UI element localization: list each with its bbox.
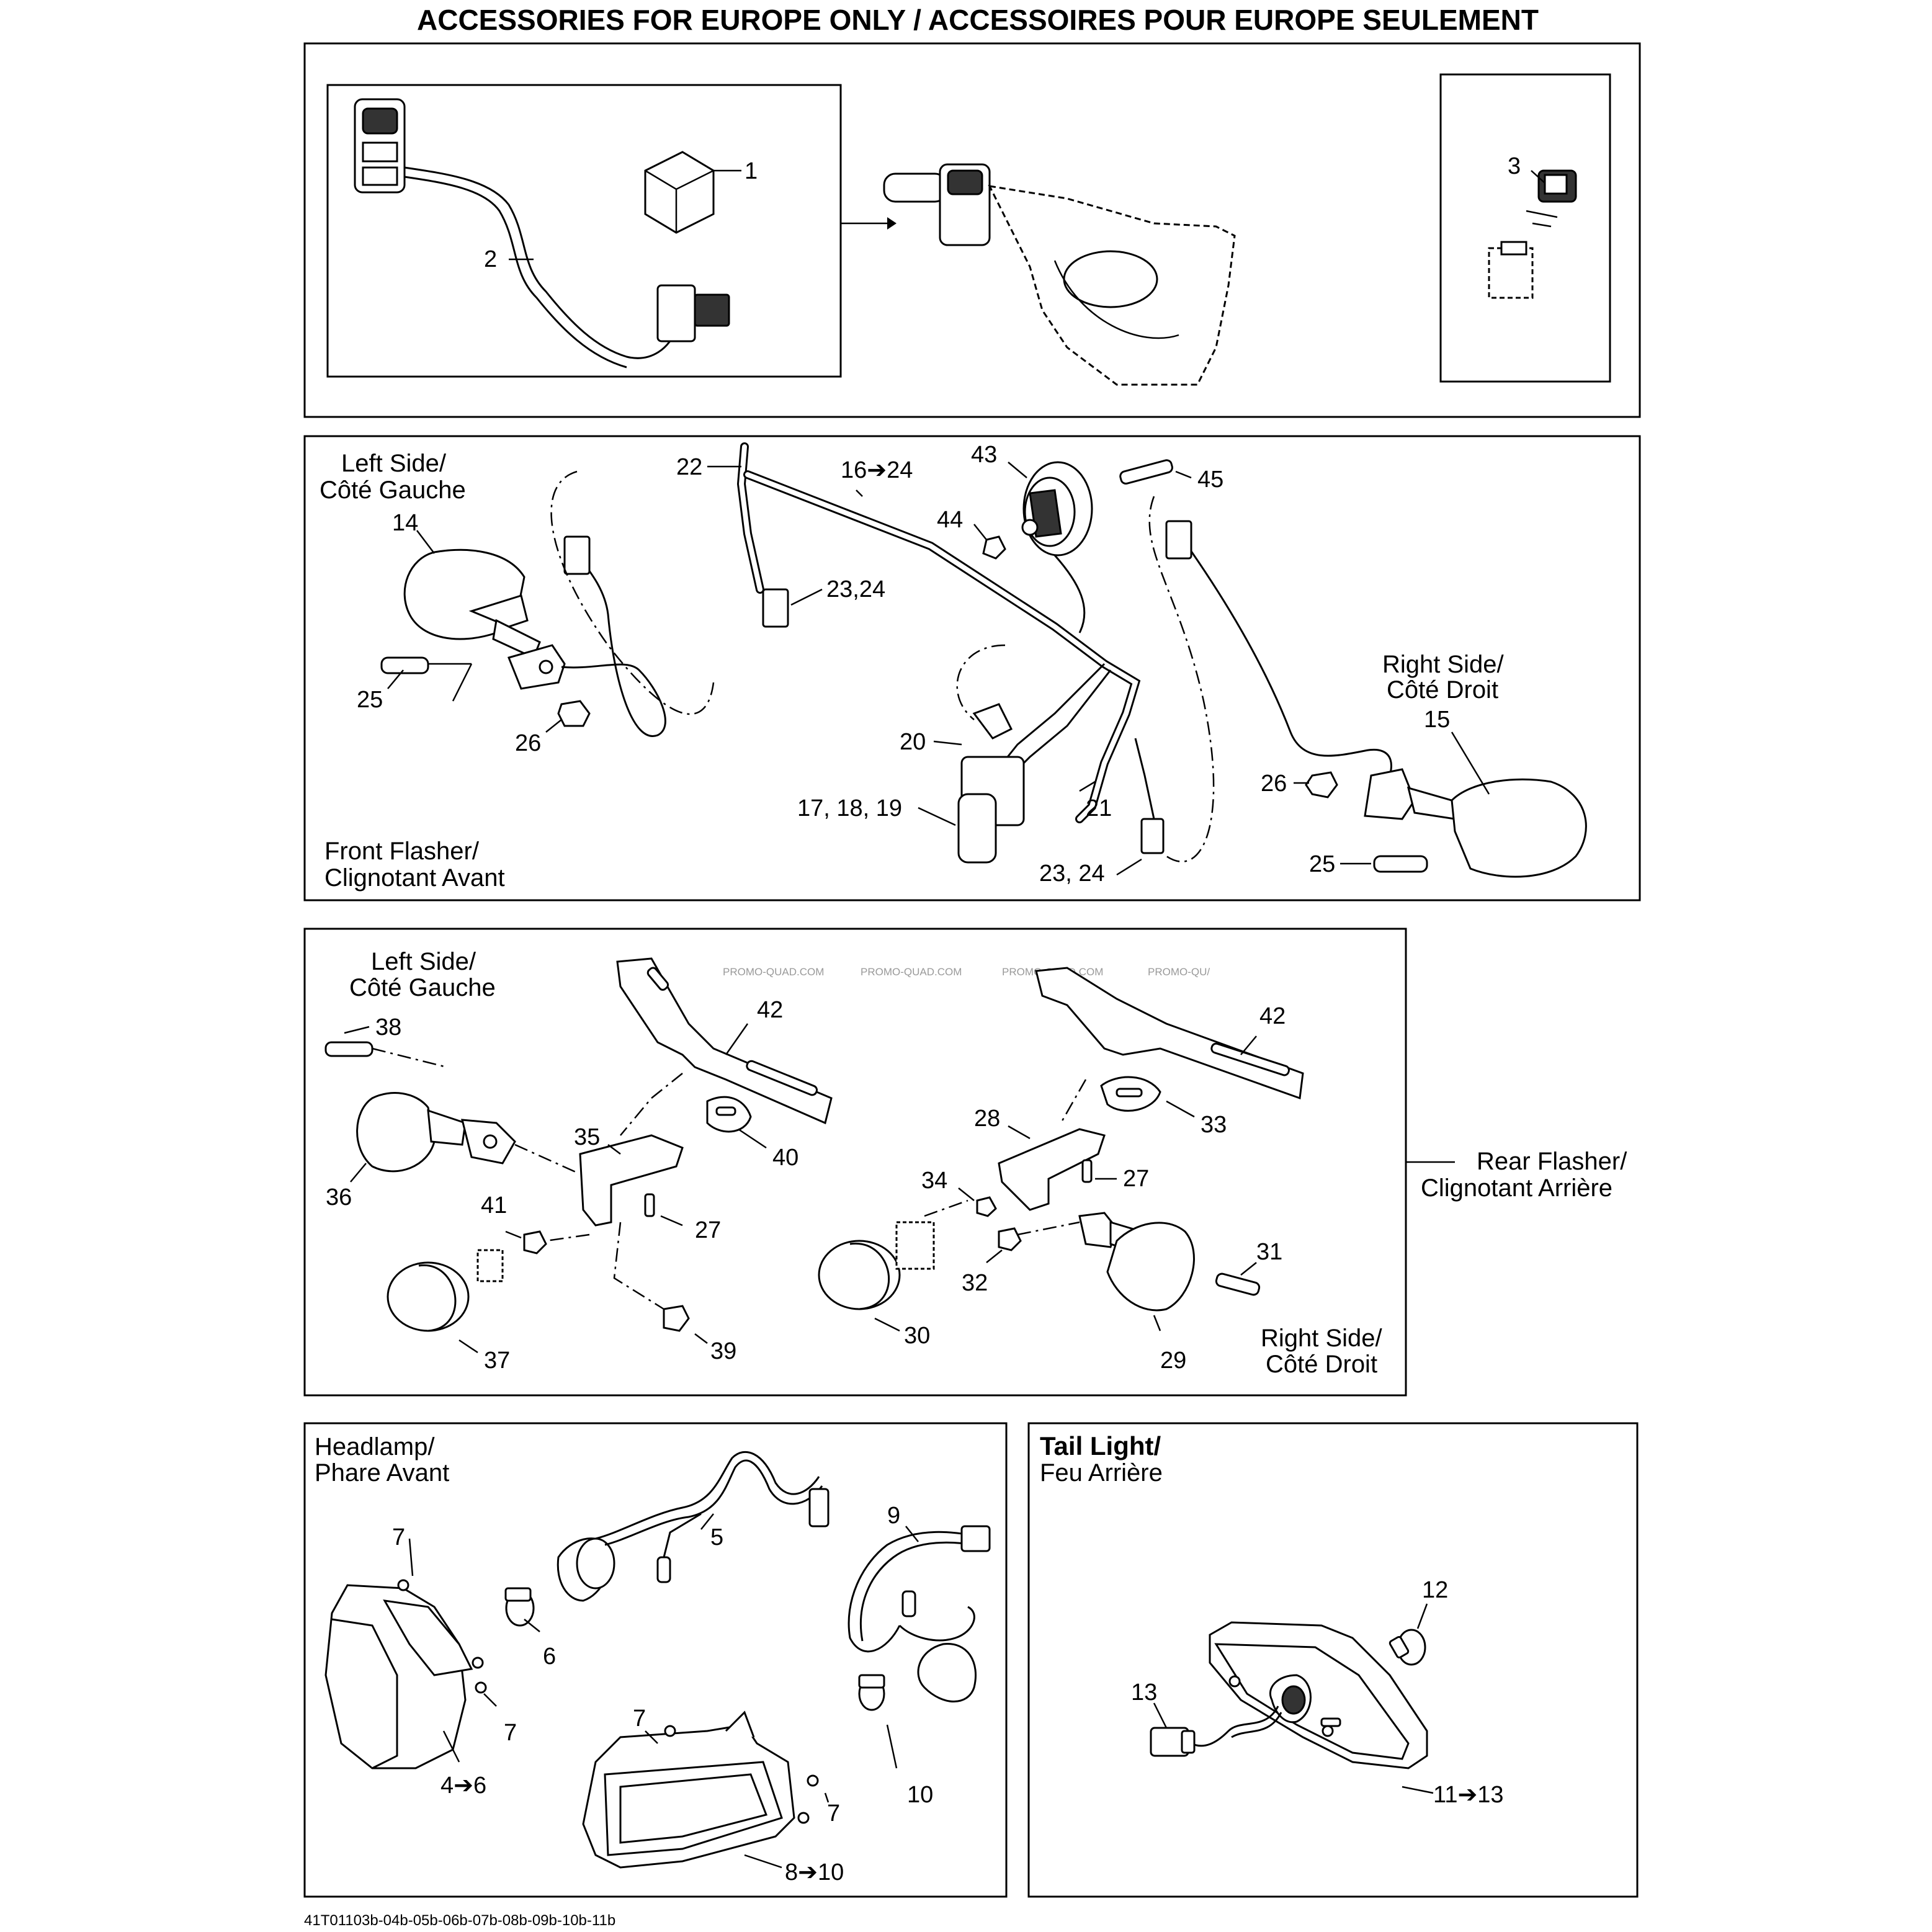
front-left-side-line1: Left Side/ (341, 450, 447, 477)
front-left-screw-drawing (380, 656, 429, 674)
label-part-34: 34 (921, 1168, 947, 1194)
label-part-23-24-a: 23,24 (826, 576, 885, 602)
label-part-3: 3 (1508, 153, 1521, 179)
label-part-7-d: 7 (827, 1800, 840, 1827)
switch-housing-drawing (354, 98, 730, 369)
label-part-22: 22 (676, 454, 702, 480)
label-part-7-a: 7 (392, 1524, 405, 1550)
front-right-side-line1: Right Side/ (1382, 651, 1505, 678)
label-part-12: 12 (1422, 1577, 1448, 1603)
headlamp-caption-line2: Phare Avant (315, 1459, 449, 1487)
front-left-side-line2: Côté Gauche (320, 476, 466, 504)
relay-drawing (644, 151, 715, 234)
tail-bulb-drawing (1389, 1629, 1426, 1666)
front-right-side-line2: Côté Droit (1387, 676, 1498, 704)
headlamp-harness-drawing (595, 1451, 830, 1558)
label-part-9: 9 (887, 1503, 900, 1529)
label-part-28: 28 (974, 1106, 1000, 1132)
headlamp-left-drawing (324, 1579, 487, 1769)
section-switch: 1 2 3 (303, 42, 1641, 418)
label-part-32: 32 (962, 1270, 988, 1296)
front-flasher-caption-line2: Clignotant Avant (324, 864, 505, 892)
label-part-27-right: 27 (1123, 1166, 1149, 1192)
section-front-flasher: Left Side/ Côté Gauche Right Side/ Côté … (303, 435, 1641, 901)
tail-light-drawing (1150, 1621, 1428, 1769)
rear-left-side-line1: Left Side/ (371, 948, 476, 975)
rear-flasher-caption-line2: Clignotant Arrière (1421, 1174, 1612, 1202)
label-part-37: 37 (484, 1348, 510, 1374)
front-harness-drawing (736, 442, 1215, 864)
label-part-5: 5 (710, 1524, 723, 1550)
label-part-2: 2 (484, 246, 497, 272)
front-left-flasher-drawing (403, 470, 715, 737)
page-title: ACCESSORIES FOR EUROPE ONLY / ACCESSOIRE… (417, 4, 1539, 36)
front-left-nut-drawing (557, 700, 591, 727)
handlebar-assembly-drawing (883, 163, 1236, 386)
headlamp-lower-drawing (582, 1711, 819, 1869)
label-part-42-left: 42 (757, 997, 783, 1023)
horn-drawing (982, 459, 1173, 633)
label-part-26-left: 26 (515, 730, 541, 756)
headlamp-caption-line1: Headlamp/ (315, 1433, 435, 1460)
label-part-36: 36 (326, 1184, 352, 1210)
front-right-flasher-drawing (1165, 520, 1587, 878)
label-part-40: 40 (772, 1145, 798, 1171)
tail-light-caption-bold: Tail Light/ (1040, 1431, 1161, 1460)
footer-code: 41T01103b-04b-05b-06b-07b-08b-09b-10b-11… (304, 1912, 615, 1929)
watermark-2: PROMO-QUAD.COM (861, 966, 962, 978)
label-part-44: 44 (937, 507, 963, 533)
label-part-38: 38 (375, 1014, 401, 1040)
label-part-39: 39 (710, 1338, 736, 1364)
rear-left-flasher-drawing (324, 1041, 690, 1332)
label-part-4-6: 4➔6 (441, 1773, 486, 1799)
label-part-25-left: 25 (357, 687, 383, 713)
label-part-26-right: 26 (1261, 771, 1287, 797)
label-part-30: 30 (904, 1323, 930, 1349)
section-rear-flasher: PROMO-QUAD.COM PROMO-QUAD.COM PROMO-QUAD… (303, 928, 1627, 1397)
rear-left-side-line2: Côté Gauche (349, 974, 496, 1001)
label-part-27-left: 27 (695, 1217, 721, 1243)
headlamp-bulb-drawing (504, 1537, 671, 1627)
rear-right-side-line2: Côté Droit (1266, 1351, 1377, 1378)
label-part-20: 20 (900, 729, 926, 755)
headlamp-right-harness-drawing (847, 1525, 991, 1711)
ignition-switch-drawing (1488, 169, 1577, 299)
label-part-14: 14 (392, 510, 418, 536)
watermark-1: PROMO-QUAD.COM (723, 966, 824, 978)
front-flasher-caption-line1: Front Flasher/ (324, 838, 480, 865)
label-part-7-b: 7 (504, 1720, 517, 1746)
label-part-10: 10 (907, 1782, 933, 1808)
label-part-29: 29 (1160, 1348, 1186, 1374)
rear-flasher-caption-line1: Rear Flasher/ (1477, 1148, 1627, 1175)
label-part-43: 43 (971, 442, 997, 468)
label-part-35: 35 (574, 1124, 600, 1150)
label-part-23-24-b: 23, 24 (1039, 861, 1105, 887)
label-part-13: 13 (1131, 1679, 1157, 1706)
section-headlamp: Headlamp/ Phare Avant (303, 1422, 1008, 1898)
label-part-1: 1 (745, 158, 758, 184)
label-part-42-right: 42 (1259, 1003, 1286, 1029)
watermark-4: PROMO-QU/ (1148, 966, 1210, 978)
label-part-6: 6 (543, 1644, 556, 1670)
label-part-31: 31 (1256, 1239, 1282, 1265)
rear-right-bracket-drawing (998, 967, 1304, 1211)
label-part-7-c: 7 (633, 1706, 646, 1732)
label-part-33: 33 (1201, 1112, 1227, 1138)
label-part-16-24: 16➔24 (841, 457, 913, 483)
label-part-11-13: 11➔13 (1433, 1782, 1504, 1808)
label-part-17-18-19: 17, 18, 19 (797, 795, 902, 821)
label-part-15: 15 (1424, 707, 1450, 733)
rear-right-flasher-drawing (818, 1196, 1261, 1312)
label-part-21: 21 (1086, 795, 1112, 821)
label-part-45: 45 (1197, 467, 1223, 493)
tail-light-caption: Feu Arrière (1040, 1459, 1163, 1487)
label-part-25-right: 25 (1309, 851, 1335, 877)
label-part-41: 41 (481, 1192, 507, 1219)
rear-right-side-line1: Right Side/ (1261, 1325, 1383, 1352)
label-part-8-10: 8➔10 (785, 1859, 844, 1885)
rear-left-bracket-drawing (579, 957, 833, 1227)
section-tail-light: Tail Light/ Feu Arrière 12 13 11➔13 (1027, 1422, 1639, 1898)
